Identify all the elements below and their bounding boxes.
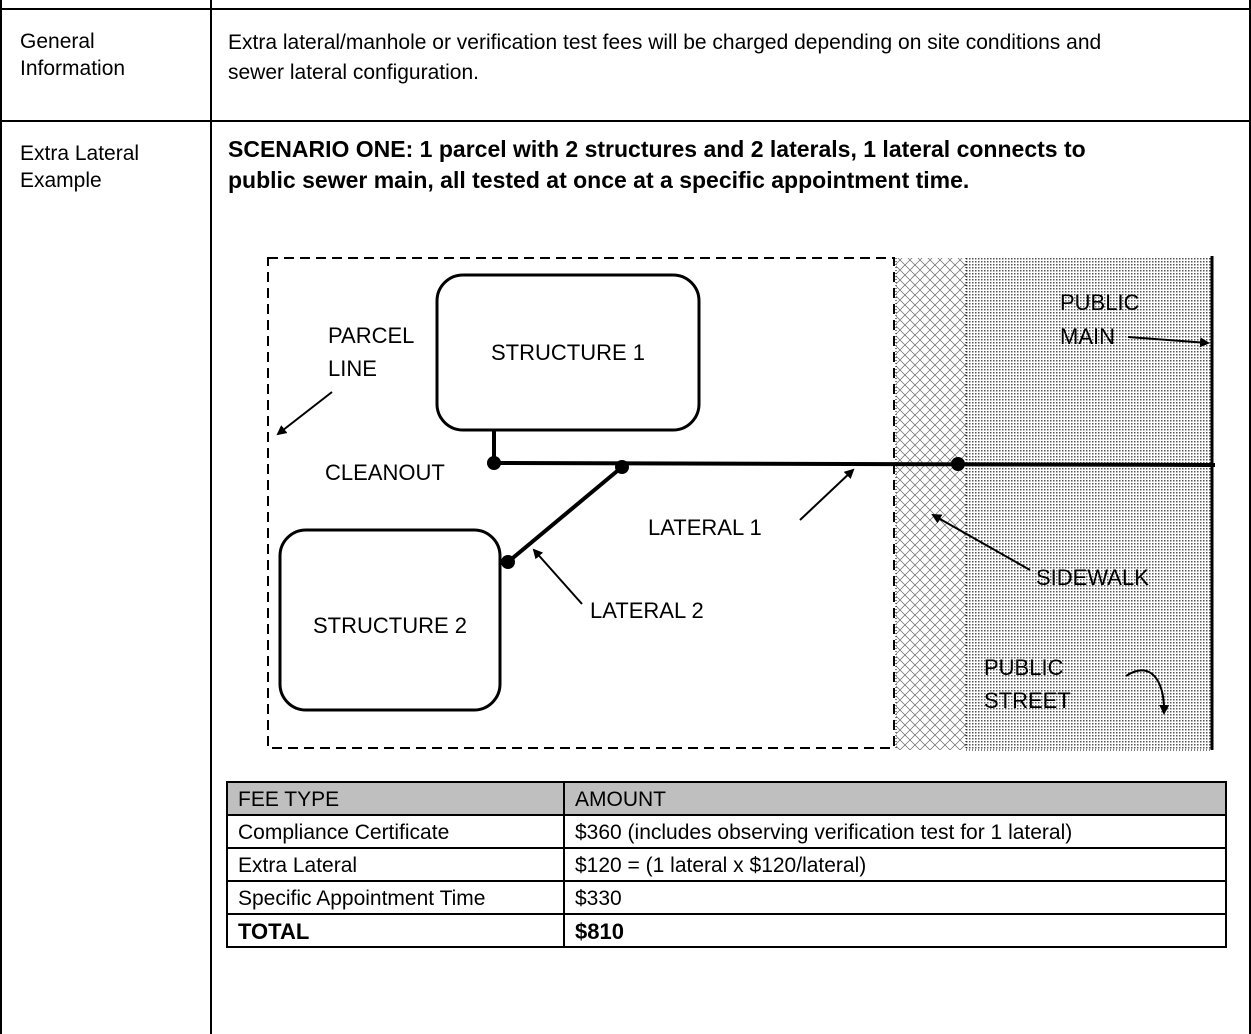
sidewalk-area <box>896 258 966 750</box>
parcel-line-arrow <box>276 391 333 436</box>
row-divider <box>0 120 1251 122</box>
public-main-arrow <box>1127 336 1210 348</box>
fee-table-header: FEE TYPE AMOUNT <box>226 781 1227 816</box>
structure-2-box <box>278 528 502 712</box>
public-street-arrow <box>1125 669 1170 715</box>
column-divider <box>210 0 212 1034</box>
sewer-lateral-diagram: PARCEL LINE STRUCTURE 1 STRUCTURE 2 CLEA… <box>267 256 1216 751</box>
lateral-2-line <box>506 465 624 564</box>
lateral-2-arrow <box>532 548 583 605</box>
cleanout-label: CLEANOUT <box>325 460 445 485</box>
general-information-text: Extra lateral/manhole or verification te… <box>228 31 1102 84</box>
lateral-1-arrow <box>799 468 855 521</box>
total-row: TOTAL $810 <box>226 913 1227 948</box>
top-border <box>0 8 1251 10</box>
parcel-boundary <box>267 257 895 749</box>
structure-2-connection-point <box>501 555 515 569</box>
sidewalk-arrow <box>931 514 1031 571</box>
public-street-label: PUBLIC STREET <box>984 655 1071 713</box>
sidewalk-label: SIDEWALK <box>1036 565 1149 590</box>
structure-1-box <box>435 273 701 432</box>
fee-type-cell: Specific Appointment Time <box>226 880 565 915</box>
sidewalk-connection-point <box>951 457 965 471</box>
fee-type-header: FEE TYPE <box>226 781 565 816</box>
public-main-label: PUBLIC MAIN <box>1060 290 1146 349</box>
structure-2-label: STRUCTURE 2 <box>313 613 467 638</box>
cleanout-point <box>487 456 501 470</box>
lateral-1-line <box>493 461 1216 467</box>
amount-cell: $330 <box>563 880 1227 915</box>
total-label: TOTAL <box>226 913 565 948</box>
amount-header: AMOUNT <box>563 781 1227 816</box>
fee-type-cell: Extra Lateral <box>226 847 565 882</box>
scenario-heading: SCENARIO ONE: 1 parcel with 2 structures… <box>228 136 1086 193</box>
table-row: Compliance Certificate $360 (includes ob… <box>226 814 1227 849</box>
total-amount: $810 <box>563 913 1227 948</box>
extra-lateral-example-label: Extra Lateral Example <box>20 142 140 192</box>
table-row: Specific Appointment Time $330 <box>226 880 1227 915</box>
parcel-line-label: PARCEL LINE <box>328 323 420 381</box>
frame-right-border <box>1249 0 1251 1034</box>
general-information-label: General Information <box>20 30 126 80</box>
table-row: Extra Lateral $120 = (1 lateral x $120/l… <box>226 847 1227 882</box>
lateral-1-label: LATERAL 1 <box>648 515 762 540</box>
lateral-2-label: LATERAL 2 <box>590 598 704 623</box>
structure-1-label: STRUCTURE 1 <box>491 340 645 365</box>
lateral-junction-point <box>615 460 629 474</box>
frame-left-border <box>0 0 2 1034</box>
amount-cell: $120 = (1 lateral x $120/lateral) <box>563 847 1227 882</box>
amount-cell: $360 (includes observing verification te… <box>563 814 1227 849</box>
fee-type-cell: Compliance Certificate <box>226 814 565 849</box>
fee-table: FEE TYPE AMOUNT Compliance Certificate $… <box>226 781 1227 948</box>
